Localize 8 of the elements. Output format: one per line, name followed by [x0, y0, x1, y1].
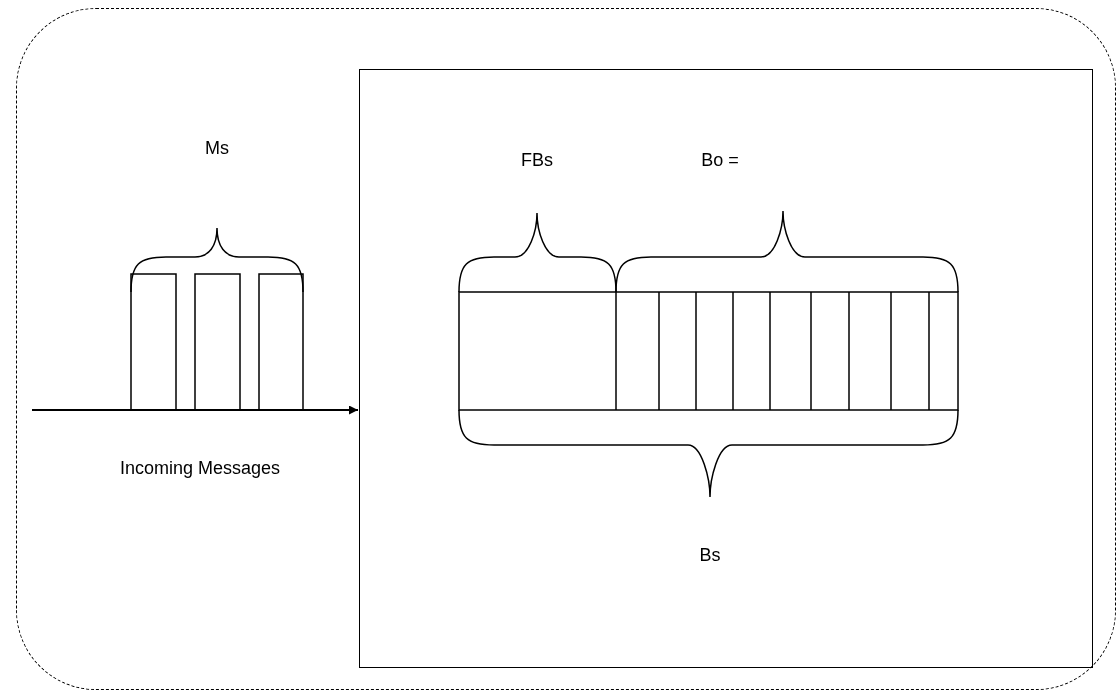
- axis-label: Incoming Messages: [119, 458, 281, 479]
- brace-label: FBs: [521, 150, 553, 171]
- buffer-box: [359, 69, 1093, 668]
- dashed-boundary: [16, 8, 1116, 690]
- arrow: [31, 405, 359, 415]
- brace-label: Bs: [699, 545, 721, 566]
- brace-label: Bo =: [701, 150, 739, 171]
- brace-label: Ms: [205, 138, 229, 159]
